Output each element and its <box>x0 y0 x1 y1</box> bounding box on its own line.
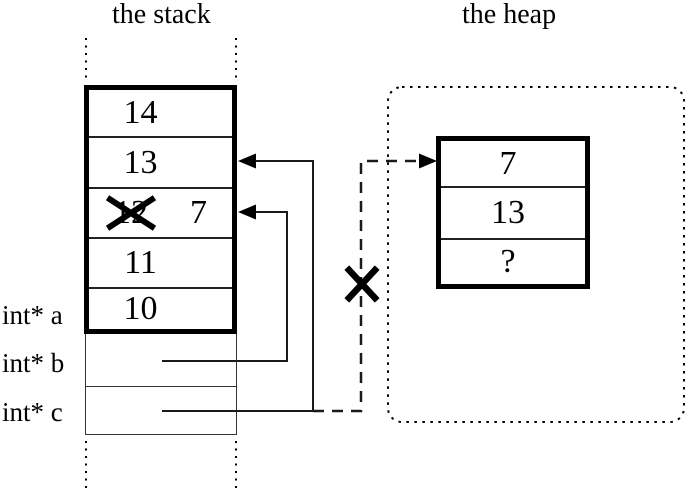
heap-title: the heap <box>462 0 557 30</box>
pointer-b-cell <box>85 334 237 387</box>
heap-cell-value: 13 <box>491 194 525 231</box>
heap-cell-13: 13 <box>441 188 585 240</box>
pointer-label-c: int* c <box>2 397 63 427</box>
pointer-label-b: int* b <box>2 348 65 378</box>
stack-title: the stack <box>112 0 211 30</box>
dangling-pointer-dashed-arrow <box>313 153 437 413</box>
stack-frame-box: 14 13 12 7 11 10 <box>84 85 237 334</box>
pointer-label-a: int* a <box>2 300 63 330</box>
deleted-cross-icon <box>344 265 380 303</box>
stack-cell-value: 13 <box>123 143 158 181</box>
stack-cell-value: 11 <box>124 244 157 281</box>
arrowhead-right-icon <box>419 153 437 169</box>
stack-cell-14: 14 <box>89 90 232 138</box>
heap-cell-value: 7 <box>499 144 517 182</box>
heap-object-box: 7 13 ? <box>436 136 590 289</box>
stack-cell-value: 14 <box>123 94 158 131</box>
new-value: 7 <box>190 194 207 231</box>
stack-cell-overwritten: 12 7 <box>89 189 232 239</box>
stack-cell-13: 13 <box>89 138 232 189</box>
stack-cell-11: 11 <box>89 239 232 289</box>
crossed-out-value: 12 <box>114 194 148 231</box>
arrowhead-left-icon <box>238 153 256 169</box>
pointer-c-cell <box>85 387 237 435</box>
arrowhead-left-icon <box>238 204 256 220</box>
stack-cell-10: 10 <box>89 289 232 329</box>
heap-cell-7: 7 <box>441 141 585 188</box>
heap-cell-unknown: ? <box>441 240 585 284</box>
stack-cell-value: 10 <box>123 290 158 327</box>
heap-cell-value: ? <box>500 243 516 280</box>
